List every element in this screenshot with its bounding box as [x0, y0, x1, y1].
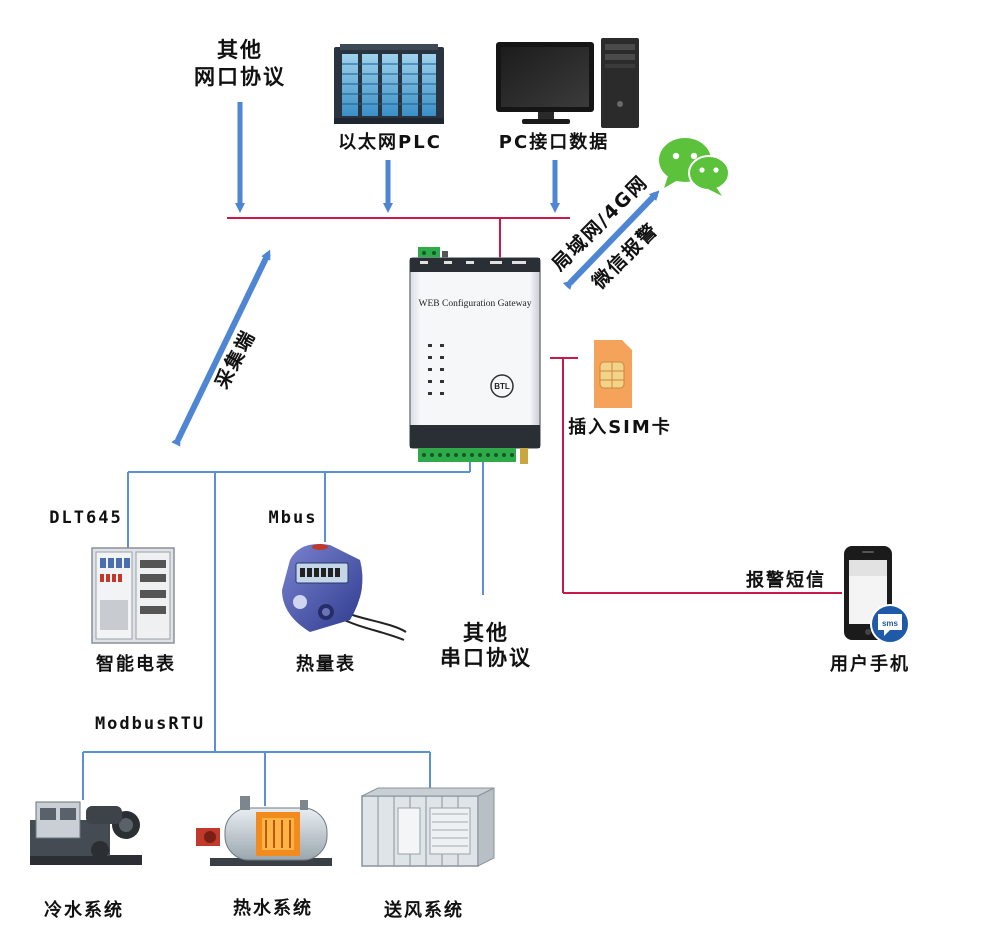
wechat-icon — [659, 138, 730, 196]
smart-meter-icon — [91, 547, 175, 644]
chiller-label: 冷水系统 — [44, 899, 124, 921]
dlt645-label: DLT645 — [49, 508, 122, 528]
ethernet-plc-icon — [334, 44, 444, 124]
air-supply-icon — [361, 787, 495, 867]
heat-meter-label: 热量表 — [296, 653, 356, 675]
modbus-label: ModbusRTU — [95, 714, 205, 734]
gateway-device: WEB Configuration Gateway BTL — [409, 247, 541, 464]
boiler-label: 热水系统 — [233, 897, 313, 919]
sim-label: 插入SIM卡 — [568, 416, 672, 438]
sms-badge-text: sms — [882, 619, 899, 628]
lan-4g-arrow — [562, 190, 660, 291]
pc-icon — [496, 38, 639, 128]
chiller-icon — [30, 801, 142, 865]
mbus-label: Mbus — [269, 508, 318, 528]
boiler-icon — [196, 796, 332, 866]
gateway-logo: BTL — [494, 382, 510, 391]
pc-label: PC接口数据 — [499, 131, 609, 153]
phone-label: 用户手机 — [830, 653, 910, 675]
sms-badge: sms — [870, 604, 910, 644]
air-supply-label: 送风系统 — [383, 899, 464, 921]
smart-meter-label: 智能电表 — [96, 653, 176, 675]
other-serial-label-line1: 其他 — [463, 621, 509, 645]
other-net-label-line1: 其他 — [217, 38, 263, 62]
gateway-title: WEB Configuration Gateway — [419, 298, 532, 309]
alarm-sms-label: 报警短信 — [746, 569, 826, 591]
heat-meter-icon — [282, 544, 407, 641]
other-net-label-line2: 网口协议 — [194, 65, 286, 89]
plc-label: 以太网PLC — [338, 131, 442, 153]
collect-arrow — [171, 249, 271, 447]
gateway-logo-icon — [490, 374, 514, 398]
sim-card-icon — [594, 340, 632, 408]
other-serial-label-line2: 串口协议 — [440, 646, 532, 670]
